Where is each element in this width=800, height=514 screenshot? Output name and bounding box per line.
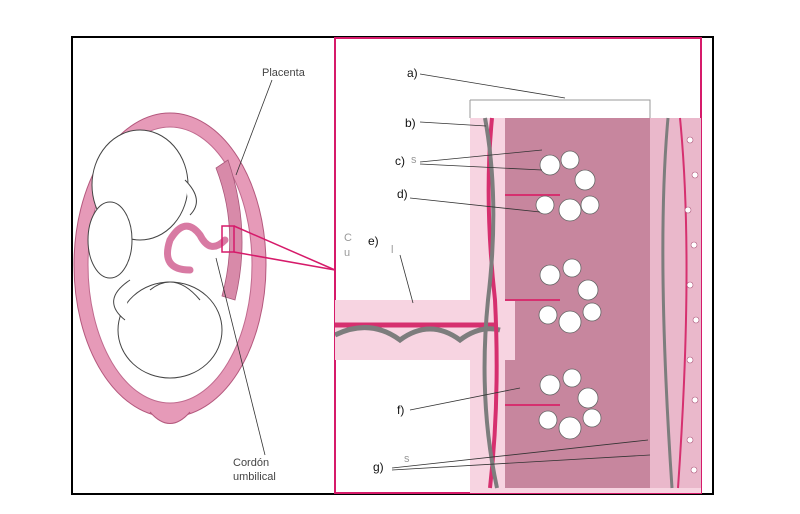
villus-tree (505, 150, 600, 222)
cord-caption-line2: umbilical (233, 471, 276, 483)
leader-e (399, 254, 414, 304)
leader-g-1 (391, 439, 649, 469)
placenta-caption: Placenta (262, 67, 306, 79)
stray-text: C (344, 232, 352, 244)
label-d: d) (397, 187, 408, 201)
umbilical-cord (164, 222, 229, 274)
leader-d (409, 197, 541, 213)
label-f: f) (397, 403, 404, 417)
label-b: b) (405, 116, 416, 130)
stray-text: s (404, 453, 410, 465)
zoom-connector-bottom (233, 251, 336, 271)
zoom-region-box (221, 225, 235, 253)
leader-c-2 (419, 163, 543, 171)
placenta-caption-leader (235, 79, 273, 176)
maternal-artery (677, 117, 688, 489)
leader-g-2 (391, 454, 651, 471)
cervix (149, 411, 191, 424)
decidua (650, 118, 701, 488)
label-e: e) (368, 234, 379, 248)
leader-c-1 (419, 149, 543, 163)
stray-text: s (411, 154, 417, 166)
labels: a) b) c) s d) e) l C u f) g) s (344, 66, 651, 474)
label-c: c) (395, 154, 405, 168)
uterus-illustration: Placenta Cordón umbilical (73, 67, 336, 483)
villus-tree (505, 368, 602, 440)
cord-vein (335, 325, 501, 344)
fetus (87, 129, 223, 379)
zoom-detail (335, 99, 701, 493)
zoom-connector-top (233, 225, 336, 271)
villi (505, 150, 602, 440)
stray-text: u (344, 247, 350, 259)
label-g: g) (373, 460, 384, 474)
cord-caption-leader (215, 257, 266, 456)
bracket-a (469, 99, 651, 118)
chorionic-artery (486, 117, 499, 489)
placenta-shape (215, 159, 243, 301)
maternal-vein (661, 117, 674, 489)
leader-b (419, 121, 487, 127)
chorionic-vein (482, 117, 499, 489)
leader-f (409, 387, 521, 411)
label-a: a) (407, 66, 418, 80)
decidual-cells (684, 136, 700, 474)
leader-a (419, 73, 566, 99)
stray-text: l (391, 244, 393, 256)
cord-caption-line1: Cordón (233, 457, 269, 469)
villus-tree (505, 258, 602, 334)
